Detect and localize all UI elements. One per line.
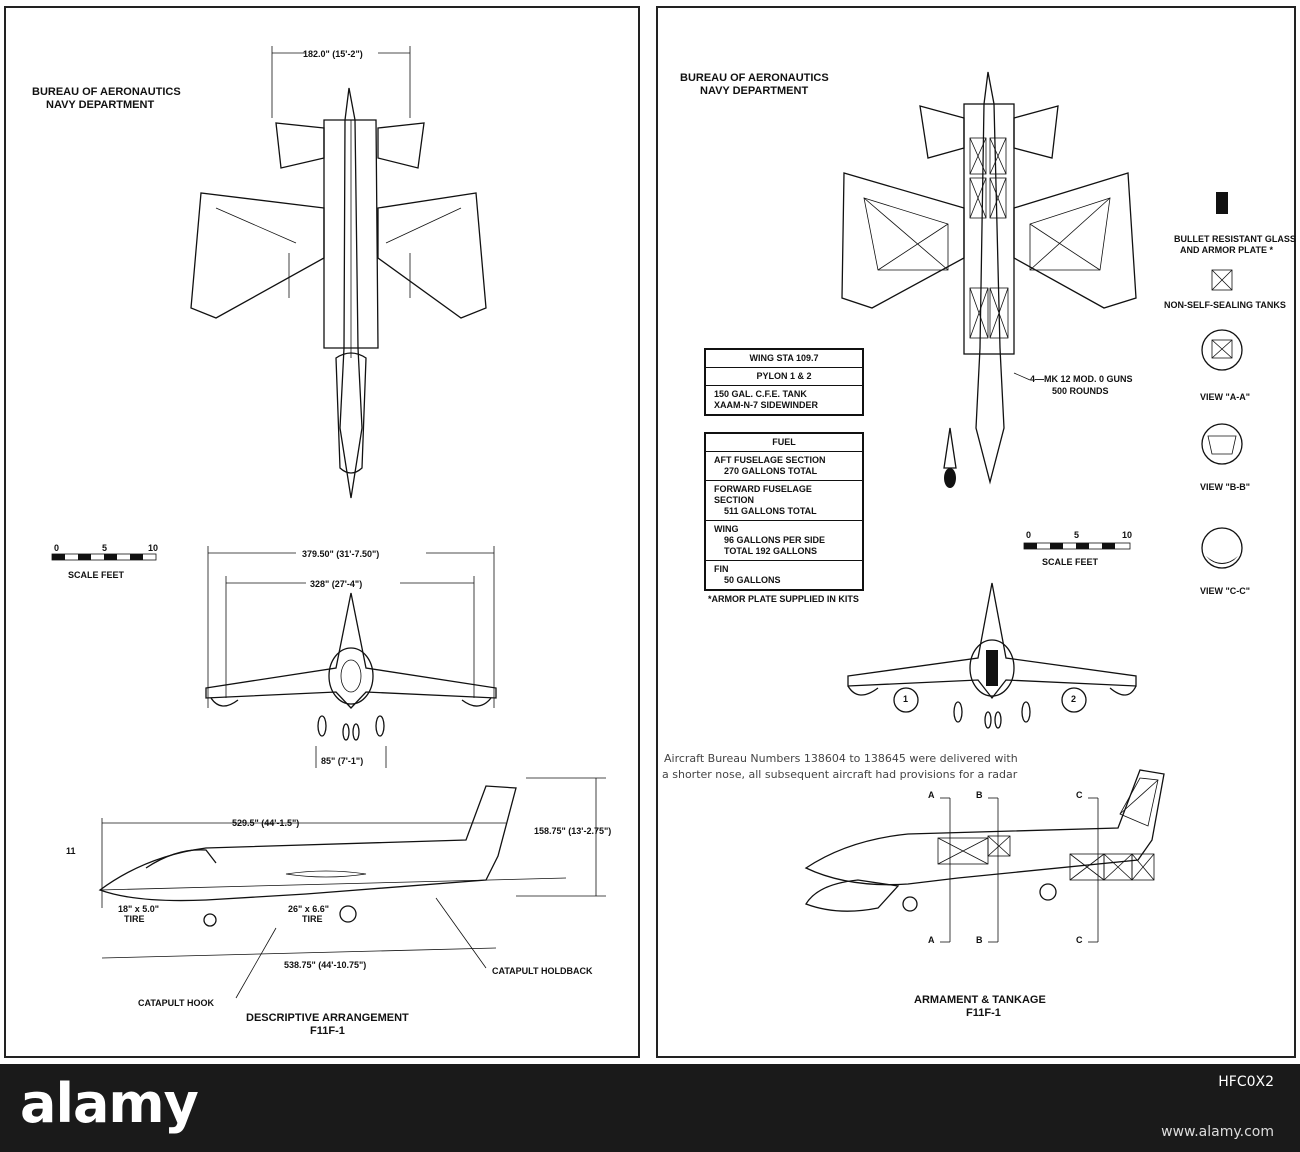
scale-ten: 10 (148, 543, 159, 553)
dim-span-outer: 379.50" (31'-7.50") (302, 549, 380, 559)
bureau-title-line1-right: BUREAU OF AERONAUTICS (680, 72, 829, 84)
section-b-bottom: B (976, 935, 983, 945)
scale-five: 5 (102, 543, 108, 553)
fuel-row: FORWARD FUSELAGE SECTION 511 GALLONS TOT… (706, 481, 862, 521)
guns-label: 4—MK 12 MOD. 0 GUNS (1030, 374, 1133, 384)
view-b-label: VIEW "B-B" (1200, 482, 1251, 492)
dim-overall: 538.75" (44'-10.75") (284, 960, 367, 970)
main-tire-size: 26" x 6.6" (288, 904, 330, 914)
bureau-numbers-note-line1: Aircraft Bureau Numbers 138604 to 138645… (664, 752, 1018, 765)
fuel-row-line: 50 GALLONS (724, 575, 781, 585)
catapult-holdback-label: CATAPULT HOLDBACK (492, 966, 593, 976)
left-drawing-title: DESCRIPTIVE ARRANGEMENT (246, 1012, 409, 1024)
left-drawing-panel: BUREAU OF AERONAUTICS NAVY DEPARTMENT (4, 6, 640, 1058)
scale-zero-right: 0 (1026, 530, 1032, 540)
fuel-row: WING 96 GALLONS PER SIDE TOTAL 192 GALLO… (706, 521, 862, 561)
bureau-title-line2: NAVY DEPARTMENT (46, 99, 155, 111)
scale-zero: 0 (54, 543, 60, 553)
alamy-logo: alamy (20, 1072, 199, 1135)
scale-label: SCALE FEET (68, 570, 125, 580)
scale-ten-right: 10 (1122, 530, 1133, 540)
dim-tail-span: 182.0" (15'-2") (303, 49, 363, 59)
scale-label-right: SCALE FEET (1042, 557, 1099, 567)
view-a-label: VIEW "A-A" (1200, 392, 1251, 402)
fuel-row-line: 511 GALLONS TOTAL (724, 506, 817, 516)
legend-glass-line2: AND ARMOR PLATE * (1180, 245, 1273, 255)
dim-track: 85" (7'-1") (321, 756, 364, 766)
fuel-row-line: 270 GALLONS TOTAL (724, 466, 818, 476)
weapons-row: WING STA 109.7 (706, 350, 862, 368)
fuel-row-line: FORWARD FUSELAGE SECTION (714, 484, 812, 505)
stock-image-id: HFC0X2 (1218, 1074, 1274, 1090)
dim-span-inner: 328" (27'-4") (310, 579, 363, 589)
view-c-label: VIEW "C-C" (1200, 586, 1251, 596)
fuel-row-line: TOTAL 192 GALLONS (724, 546, 818, 556)
section-c-bottom: C (1076, 935, 1083, 945)
section-b-top: B (976, 790, 983, 800)
right-aircraft-drawings (804, 71, 1243, 943)
weapons-row: 150 GAL. C.F.E. TANK XAAM-N-7 SIDEWINDER (706, 386, 862, 414)
section-a-bottom: A (928, 935, 935, 945)
nose-tire-size: 18" x 5.0" (118, 904, 160, 914)
bureau-title-line2-right: NAVY DEPARTMENT (700, 85, 809, 97)
right-drawing-panel: BUREAU OF AERONAUTICS NAVY DEPARTMENT (656, 6, 1296, 1058)
fuel-row-line: AFT FUSELAGE SECTION (714, 455, 826, 465)
bureau-numbers-note-line2: a shorter nose, all subsequent aircraft … (662, 768, 1018, 781)
left-aircraft-drawings (51, 46, 606, 999)
fuel-row-line: FIN (714, 564, 729, 574)
nose-tire-label: TIRE (124, 914, 145, 924)
bureau-title-line1: BUREAU OF AERONAUTICS (32, 86, 181, 98)
pylon-1-label: 1 (903, 694, 909, 704)
fuel-table-header: FUEL (706, 434, 862, 452)
scale-five-right: 5 (1074, 530, 1080, 540)
dim-length: 529.5" (44'-1.5") (232, 818, 300, 828)
stock-footer-bar: alamy HFC0X2 www.alamy.com (0, 1064, 1300, 1152)
legend-glass-line1: BULLET RESISTANT GLASS (1174, 234, 1296, 244)
dim-height: 158.75" (13'-2.75") (534, 826, 612, 836)
section-c-top: C (1076, 790, 1083, 800)
pylon-2-label: 2 (1071, 694, 1077, 704)
stock-url: www.alamy.com (1161, 1124, 1274, 1140)
fuel-row-line: WING (714, 524, 739, 534)
legend-tanks: NON-SELF-SEALING TANKS (1164, 300, 1286, 310)
right-drawing-title: ARMAMENT & TANKAGE (914, 994, 1046, 1006)
rounds-label: 500 ROUNDS (1052, 386, 1109, 396)
fuel-row: FIN 50 GALLONS (706, 561, 862, 589)
armor-note: *ARMOR PLATE SUPPLIED IN KITS (708, 594, 859, 604)
left-drawing-model: F11F-1 (310, 1025, 345, 1037)
weapons-table: WING STA 109.7 PYLON 1 & 2 150 GAL. C.F.… (704, 348, 864, 416)
right-drawing-model: F11F-1 (966, 1007, 1001, 1019)
fuel-table: FUEL AFT FUSELAGE SECTION 270 GALLONS TO… (704, 432, 864, 591)
catapult-hook-label: CATAPULT HOOK (138, 998, 214, 1008)
dim-eleven: 11 (66, 846, 76, 856)
weapons-row-line: 150 GAL. C.F.E. TANK (714, 389, 807, 399)
weapons-row: PYLON 1 & 2 (706, 368, 862, 386)
fuel-row-line: 96 GALLONS PER SIDE (724, 535, 826, 545)
section-a-top: A (928, 790, 935, 800)
fuel-row: AFT FUSELAGE SECTION 270 GALLONS TOTAL (706, 452, 862, 481)
main-tire-label: TIRE (302, 914, 323, 924)
weapons-row-line: XAAM-N-7 SIDEWINDER (714, 400, 819, 410)
